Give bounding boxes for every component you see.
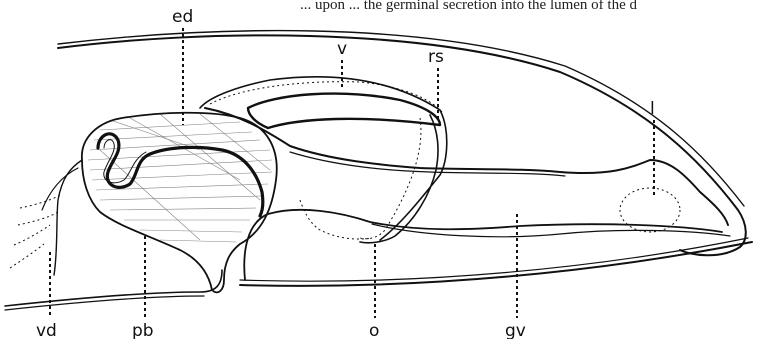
lower-body-wall-inner [240,238,748,281]
label-l: l [650,99,655,119]
vagina-inner-wall [248,94,440,128]
label-v: v [337,39,347,59]
receptaculum-dotted [360,118,421,239]
lower-left-outline [5,270,222,306]
label-rs: rs [428,47,444,67]
genital-vestibule-lining [372,224,730,237]
label-ed: ed [172,7,193,27]
main-duct-wall [290,152,565,176]
main-duct [205,108,728,225]
vagina [200,77,447,240]
label-vd: vd [36,321,57,339]
penis-bulb-hatching [88,114,272,242]
outer-body-wall [58,35,746,255]
cropped-caption-line: ... upon ... the germinal secretion into… [300,0,638,13]
label-pb: pb [132,321,154,339]
vas-deferens [54,160,82,275]
outer-body-wall-inner [58,31,744,206]
lower-body-wall [240,242,752,286]
vas-deferens-dotted-1 [20,195,60,208]
label-gv: gv [505,321,526,339]
vas-deferens-dotted-2 [18,212,58,225]
genital-vestibule [244,210,722,280]
label-o: o [369,321,379,339]
vas-deferens-dotted-4 [10,244,44,268]
vas-deferens-dotted-3 [14,225,50,245]
